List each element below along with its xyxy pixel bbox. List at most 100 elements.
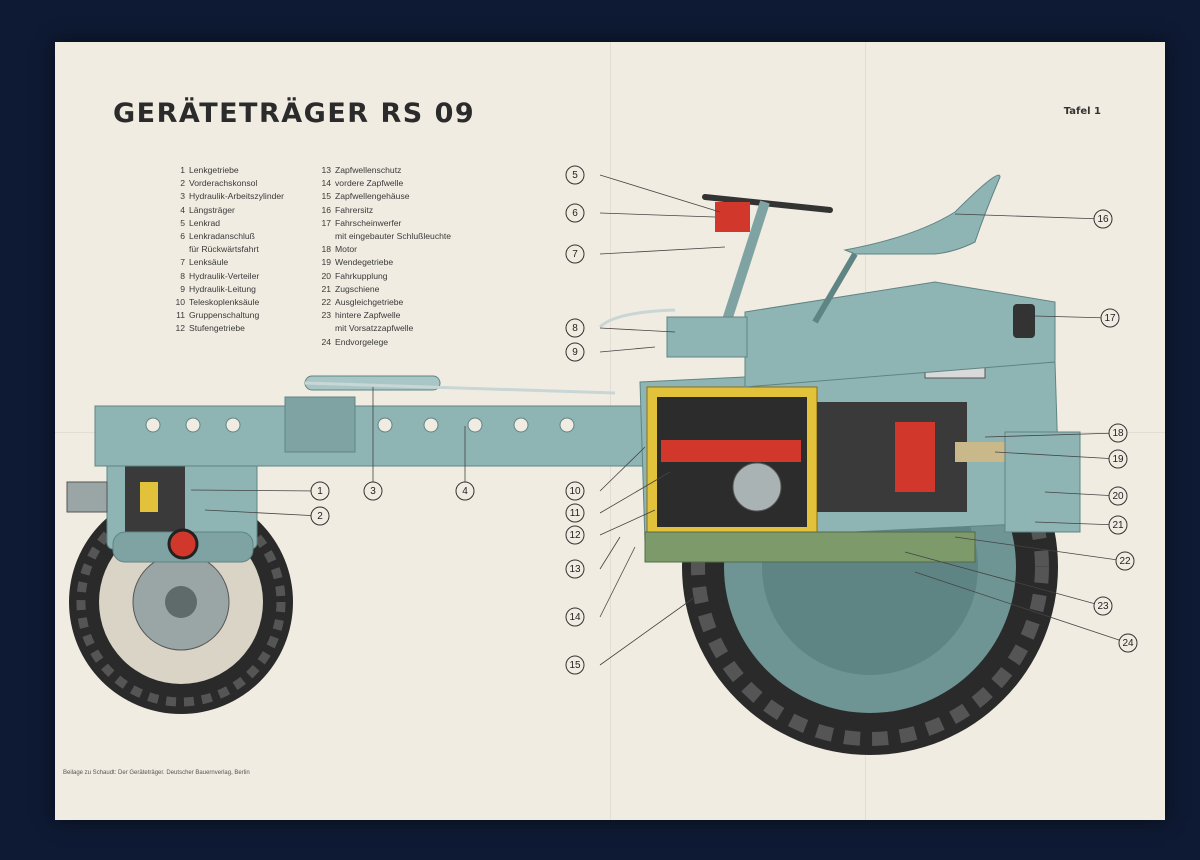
beam-bracket (284, 396, 356, 453)
plate-number: Tafel 1 (1063, 106, 1101, 117)
callout-circle (1108, 486, 1128, 506)
beam-body (94, 405, 656, 467)
callout-number: 11 (570, 508, 581, 519)
legend-number: 24 (321, 336, 331, 347)
beam-hole (559, 417, 575, 433)
legend-number: 2 (180, 178, 185, 189)
legend-label: Teleskoplenksäule (189, 297, 260, 308)
legend-label: Längsträger (189, 204, 235, 215)
beam-hole (225, 417, 241, 433)
legend-item: 22 Ausgleichgetriebe (309, 296, 451, 309)
legend-number: 20 (321, 270, 331, 281)
legend-number: 18 (321, 244, 331, 255)
legend-sublabel: für Rückwärtsfahrt (189, 244, 259, 255)
callout-20: 20 (1108, 486, 1128, 506)
legend-sublabel: mit Vorsatzzapfwelle (335, 323, 414, 334)
callout-circle (1108, 515, 1128, 535)
callout-11: 11 (565, 503, 585, 523)
callout-3: 3 (363, 481, 383, 501)
rear-hitch-frame (1004, 431, 1081, 533)
legend-label: Lenkradanschluß (189, 231, 255, 242)
legend-number: 1 (180, 165, 185, 175)
callout-circle (565, 559, 585, 579)
callout-circle (565, 525, 585, 545)
legend-number: 15 (321, 191, 331, 202)
legend-number: 13 (321, 165, 331, 175)
legend-label: Fahrkupplung (335, 270, 388, 281)
callout-circle (565, 655, 585, 675)
legend-number: 12 (175, 323, 185, 334)
callout-number: 22 (1119, 556, 1131, 567)
callout-circle (565, 481, 585, 501)
footer-credit: Beilage zu Schaudt: Der Geräteträger. De… (63, 770, 250, 776)
beam-hole (513, 417, 529, 433)
callout-number: 18 (1112, 428, 1124, 439)
legend-label: Hydraulik-Arbeitszylinder (189, 191, 285, 202)
legend-label: Vorderachskonsol (189, 178, 258, 189)
callout-circle (565, 342, 585, 362)
beam-hole (145, 417, 161, 433)
callout-24: 24 (1118, 633, 1138, 653)
legend-label: Gruppenschaltung (189, 310, 260, 321)
callout-number: 10 (569, 486, 581, 497)
callout-circle (1093, 596, 1113, 616)
callout-14: 14 (565, 607, 585, 627)
steering-joint-reverse (715, 202, 750, 232)
legend-item: 1 Lenkgetriebe (163, 164, 284, 177)
callout-19: 19 (1108, 449, 1128, 469)
legend-number: 16 (321, 204, 331, 215)
legend-label: Zugschiene (335, 283, 380, 294)
legend-number: 21 (321, 283, 331, 294)
callout-circle (1115, 551, 1135, 571)
callout-22: 22 (1115, 551, 1135, 571)
callout-circle (310, 506, 330, 526)
callout-number: 12 (569, 530, 581, 541)
callout-23: 23 (1093, 596, 1113, 616)
callout-number: 21 (1112, 520, 1124, 531)
axle-pivot-red (167, 528, 199, 560)
callout-number: 2 (317, 511, 323, 522)
legend-label: Hydraulik-Leitung (189, 283, 256, 294)
pto-shaft-housing (644, 531, 976, 563)
callout-circle (1108, 423, 1128, 443)
beam-hole (423, 417, 439, 433)
callout-number: 16 (1097, 214, 1109, 225)
legend-label: Lenkgetriebe (189, 165, 239, 175)
callout-number: 3 (370, 486, 376, 497)
leader-lines (190, 174, 1129, 666)
legend-label: Ausgleichgetriebe (335, 297, 404, 308)
callout-circle (1108, 449, 1128, 469)
longitudinal-beam (94, 375, 656, 467)
legend-number: 3 (180, 191, 185, 202)
callout-circle (363, 481, 383, 501)
beam-hole (377, 417, 393, 433)
callout-circle (565, 503, 585, 523)
front-pto-stub (66, 481, 108, 513)
beam-hole (467, 417, 483, 433)
callout-circle (1100, 308, 1120, 328)
callout-12: 12 (565, 525, 585, 545)
legend-number: 22 (321, 297, 331, 308)
differential (732, 462, 782, 512)
hydraulic-line (304, 381, 616, 395)
legend-label: Stufengetriebe (189, 323, 245, 334)
headlight (1013, 304, 1035, 338)
legend-label: Zapfwellengehäuse (335, 191, 410, 202)
callout-number: 13 (569, 564, 581, 575)
callout-number: 6 (572, 208, 578, 219)
engine-cutaway (817, 402, 967, 512)
